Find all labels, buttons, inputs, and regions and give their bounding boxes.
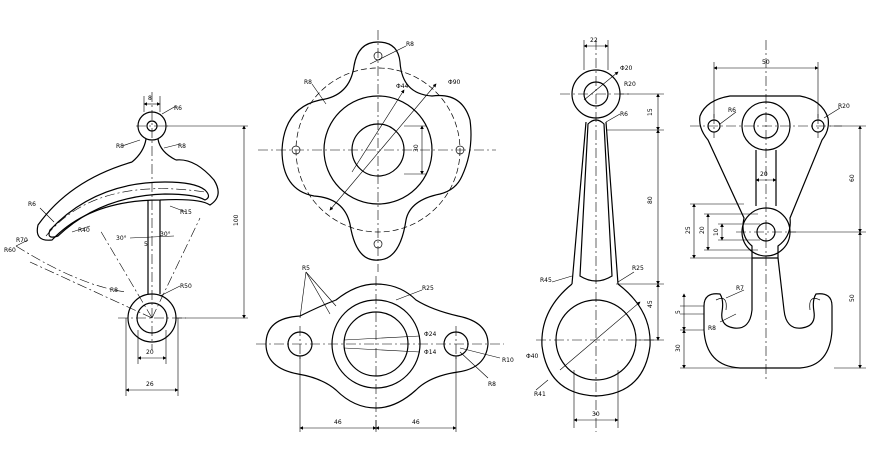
radial-line-2 (99, 229, 153, 319)
label-left-dim: 46 (334, 419, 342, 426)
label-plate-neck: 20 (760, 171, 768, 178)
label-rod-top-height: 15 (647, 108, 654, 116)
label-arc-left: R6 (28, 201, 36, 208)
label-block-h1: 25 (685, 226, 692, 234)
label-bottom-width: 20 (146, 349, 154, 356)
label-fillet-left: R5 (302, 265, 310, 272)
label-hook-inner: R8 (708, 325, 716, 332)
arc-centerline (15, 245, 127, 293)
hook-outline (703, 257, 833, 369)
dim-hole-big (343, 335, 421, 341)
lug-neck (131, 138, 177, 163)
label-right-dim: 46 (412, 419, 420, 426)
label-lobe-top: R8 (406, 41, 414, 48)
label-plate-left-hole: R6 (728, 107, 736, 114)
hub-bore (351, 123, 405, 177)
slot-centerline (45, 188, 206, 237)
label-hook-total: 30 (675, 344, 682, 352)
label-big-dia: Φ40 (526, 353, 539, 360)
label-rod-top-hole: Φ20 (620, 65, 633, 72)
curved-slot (48, 181, 210, 238)
rod-shank (571, 121, 619, 285)
plate-neck (755, 150, 777, 206)
label-block-h2: 20 (699, 226, 706, 234)
label-block-h3: 10 (713, 228, 720, 236)
curved-arm-outline (36, 159, 219, 241)
part-oval-three-hole-flange: R5 R25 Φ24 Φ14 R10 R8 46 46 (256, 265, 514, 432)
lower-stem (147, 200, 161, 294)
part-connecting-rod: 22 Φ20 R20 R6 15 80 R45 R25 45 Φ40 R41 3… (526, 37, 664, 432)
label-neck-right: R8 (178, 143, 186, 150)
label-base-width: 26 (146, 381, 154, 388)
label-hub-height: 30 (413, 144, 420, 152)
rod-web (579, 119, 613, 282)
label-height: 100 (233, 214, 240, 226)
label-outer-dia: Φ90 (448, 79, 461, 86)
label-inner-left: R40 (78, 227, 90, 234)
label-lower-right: R50 (180, 283, 192, 290)
label-lobe-left: R8 (304, 79, 312, 86)
label-hole-big: Φ24 (424, 331, 437, 338)
radial-line-3 (151, 217, 201, 319)
label-side-r: R8 (488, 381, 496, 388)
label-hook-r: R7 (736, 285, 744, 292)
label-rod-bottom-width: 30 (592, 411, 600, 418)
dim-angle-line (129, 235, 175, 239)
label-far-left2: R60 (4, 247, 16, 254)
label-top-hole: R6 (174, 105, 182, 112)
label-inner-right: R15 (180, 209, 192, 216)
dim-hole-small (343, 347, 421, 353)
label-lower-height: 50 (849, 294, 856, 302)
dim-inner-dia (351, 89, 405, 173)
label-ang2: 30° (160, 231, 171, 238)
label-rod-top-r: R20 (624, 81, 636, 88)
label-neck-left: R8 (116, 143, 124, 150)
oval-flange-outline (265, 283, 489, 409)
label-outer-top: R25 (422, 285, 434, 292)
label-big-end-height: 45 (647, 300, 654, 308)
label-far-left1: R70 (16, 237, 28, 244)
label-hole-small: Φ14 (424, 349, 437, 356)
hook-plate-outline (699, 95, 829, 259)
label-lower-left: R8 (110, 287, 118, 294)
dim-outer-dia (329, 83, 437, 211)
label-plate-top-width: 50 (762, 59, 770, 66)
radial-line-1 (29, 261, 153, 319)
label-side-hole: R10 (502, 357, 514, 364)
label-ang1: 30° (116, 235, 127, 242)
label-inner-dia: Φ44 (396, 83, 409, 90)
part-curved-slot-link: 8 R6 R8 R8 R6 R70 R60 R40 R15 30° 30° 5 … (4, 92, 248, 396)
flange-outline (281, 41, 472, 261)
label-ang3: 5 (144, 241, 148, 248)
part-crane-hook-plate: 50 R6 R20 60 20 25 20 10 R7 R8 5 30 50 (675, 40, 866, 380)
label-rod-top-width: 22 (590, 37, 598, 44)
label-top-width: 8 (148, 95, 152, 102)
label-big-end-r: R45 (540, 277, 552, 284)
label-neck-right: R25 (632, 265, 644, 272)
dim-big-dia (559, 301, 641, 371)
part-four-lobe-flange: R8 R8 Φ90 Φ44 30 (258, 30, 496, 272)
label-upper-height: 60 (849, 174, 856, 182)
label-rod-neck: R6 (620, 111, 628, 118)
label-plate-right-hole: R20 (838, 103, 850, 110)
label-hook-gap: 5 (675, 310, 682, 314)
label-shaft-length: 80 (647, 196, 654, 204)
label-bottom-r: R41 (534, 391, 546, 398)
